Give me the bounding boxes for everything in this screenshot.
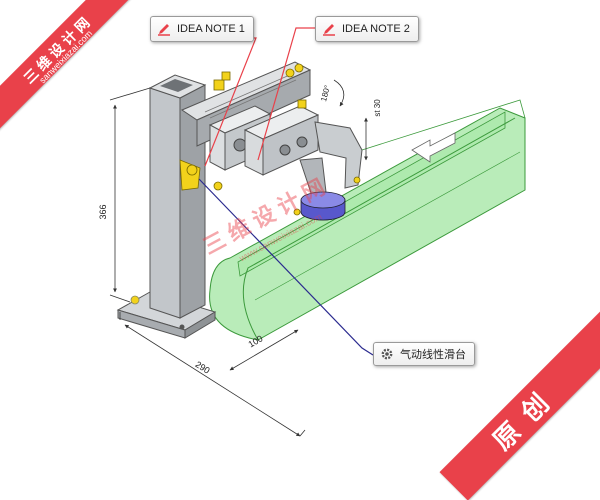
dim-stroke: st 30 (373, 99, 382, 117)
idea-note-1-callout[interactable]: IDEA NOTE 1 (150, 16, 254, 42)
assembly-diagram: 366 290 100 st 30 180° 三维设计网 www.sanweix… (98, 27, 526, 437)
gear-icon (381, 348, 393, 360)
pneumatic-fittings (179, 63, 361, 216)
idea-note-2-callout[interactable]: IDEA NOTE 2 (315, 16, 419, 42)
pencil-icon (323, 24, 335, 36)
dim-length: 290 (194, 359, 212, 375)
workpiece-puck (300, 191, 346, 221)
pencil-icon (158, 24, 170, 36)
dim-rotation: 180° (319, 84, 332, 102)
idea-note-1-label: IDEA NOTE 1 (177, 23, 245, 35)
dimension-lines (109, 79, 368, 437)
flow-arrow (411, 132, 456, 163)
conveyor-belt (209, 99, 526, 341)
dim-height: 366 (98, 204, 108, 219)
pneumatic-slide-callout[interactable]: 气动线性滑台 (373, 342, 475, 366)
slide-leader (198, 178, 374, 356)
idea-note-2-label: IDEA NOTE 2 (342, 23, 410, 35)
pneumatic-slide-label: 气动线性滑台 (400, 349, 466, 361)
linear-slide-carriage-2 (243, 105, 320, 176)
